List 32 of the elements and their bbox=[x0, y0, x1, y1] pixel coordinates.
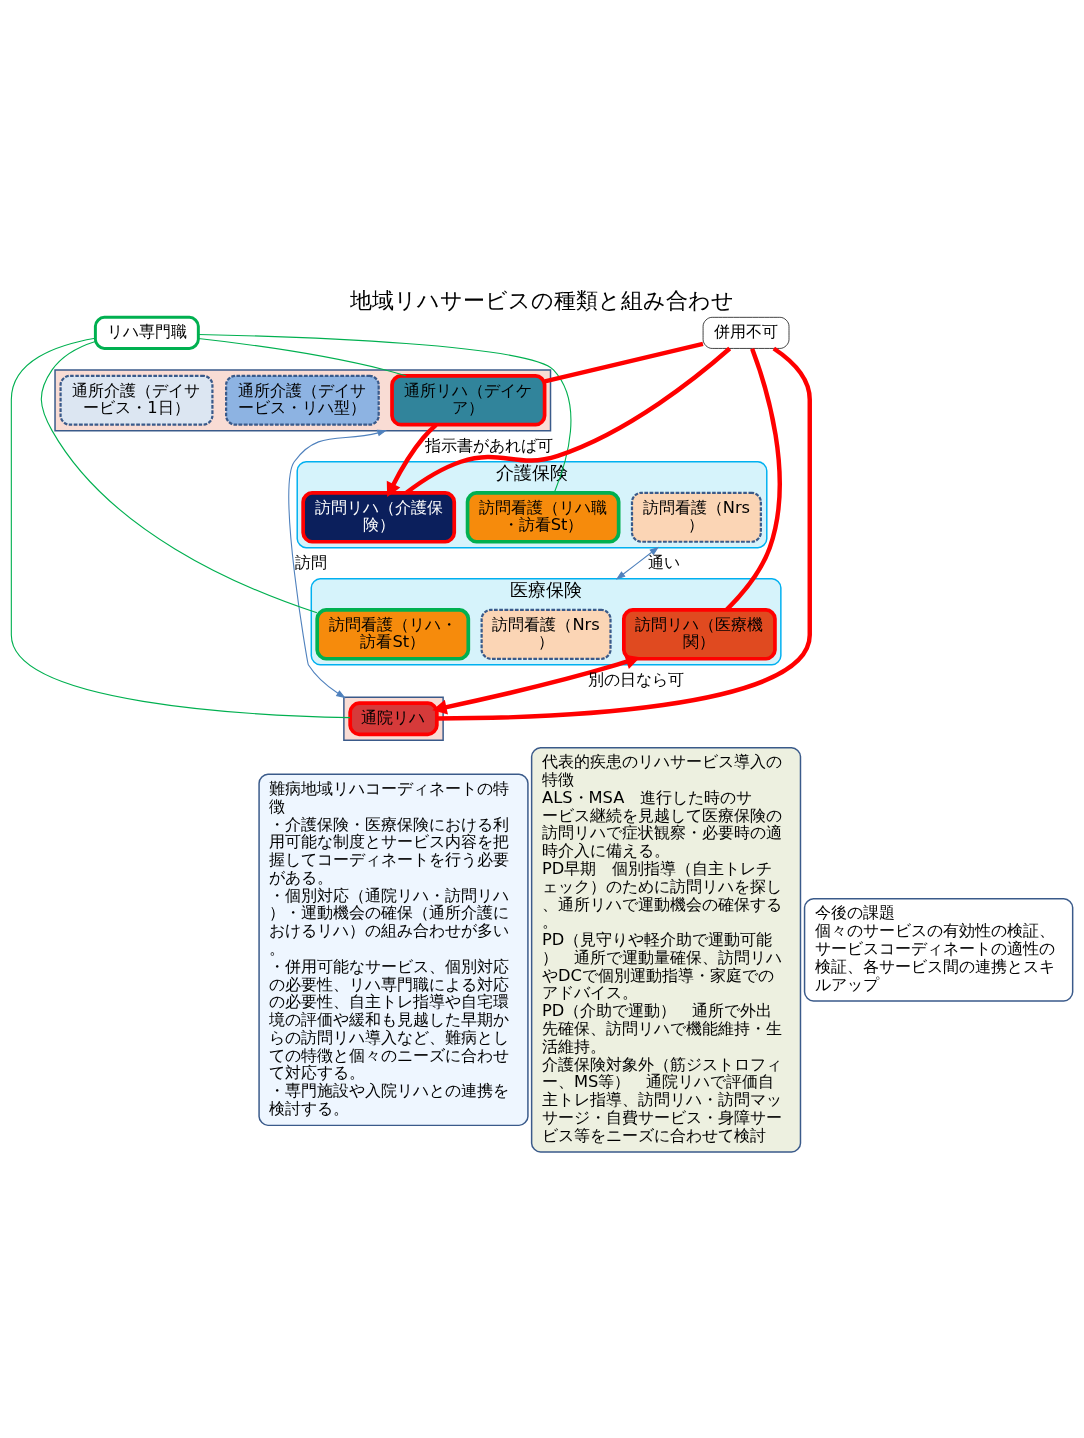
arrow bbox=[615, 546, 660, 580]
connector bbox=[436, 346, 812, 721]
node-box: 訪問看護（リハ職・訪看St） bbox=[465, 490, 621, 544]
node-box: 難病地域リハコーディネートの特徴 ・介護保険・医療保険における利用可能な制度とサービス内容を把握してコーディネートを行う必要がある。 ・個別対応（通院リハ・訪問リハ）・運動機会の確保（通所介護におけるリハ）の組み合わせが多い。 ・併用可能なサービス、個別対応の必要性、リハ専門職による対応の必要性、自主トレ指導や自宅環境の評価や緩和も見越した早期からの訪問リハ導入など、難病としての特徴と個々のニーズに合わせて対応する。 ・専門施設や入院リハとの連携を検討する。 bbox=[258, 773, 529, 1126]
connector bbox=[40, 340, 318, 613]
edge-label: 別の日なら可 bbox=[588, 669, 685, 689]
node-box: 訪問看護（リハ・訪看St） bbox=[315, 607, 471, 661]
diagram-title: 地域リハサービスの種類と組み合わせ bbox=[350, 286, 734, 313]
node-box: 通院リハ bbox=[348, 700, 439, 736]
node-box: 代表的疾患のリハサービス導入の特徴 ALS・MSA 進行した時のサービス継続を見越して医療保険の訪問リハで症状観察・必要時の適時介入に備える。 PD早期 個別指導（自主トレチェック）のために訪問リハを探し、通所リハで運動機会の確保する。 PD（見守りや軽介助で運動可能） 通所で運動量確保、訪問リハやDCで個別運動指導・家庭でのアドバイス。 PD（介助で運動） 通所で外出先確保、訪問リハで機能維持・生活維持。 介護保険対象外（筋ジストロフィー、MS等） 通院リハで評価自主トレ指導、訪問リハ・訪問マッサージ・自費サービス・身障サービス等をニーズに合わせて検討 bbox=[530, 746, 802, 1153]
node-box: 訪問リハ（医療機関） bbox=[622, 607, 777, 661]
node-box: 通所介護（デイサービス・リハ型） bbox=[225, 374, 380, 426]
node-box: 訪問リハ（介護保険） bbox=[301, 490, 457, 544]
arrow bbox=[432, 654, 641, 715]
node-box: 通所リハ（デイケア） bbox=[390, 373, 547, 427]
connector bbox=[10, 337, 351, 718]
connector bbox=[405, 346, 732, 494]
cluster bbox=[54, 368, 552, 431]
node-box: 訪問看護（Nrs） bbox=[480, 608, 612, 660]
node-box: 訪問看護（Nrs） bbox=[630, 491, 762, 543]
node-box: 今後の課題 個々のサービスの有効性の検証、サービスコーディネートの適性の検証、各サービス間の連携とスキルアップ bbox=[803, 897, 1074, 1002]
arrow bbox=[288, 429, 387, 698]
edge-label: 指示書があれば可 bbox=[425, 435, 554, 455]
connector bbox=[197, 337, 407, 376]
node-box: 併用不可 bbox=[702, 316, 790, 349]
connector bbox=[197, 333, 572, 493]
node-box: リハ専門職 bbox=[93, 315, 200, 350]
node-box: 通所介護（デイサービス・1日） bbox=[59, 374, 214, 426]
edge-label: 通い bbox=[648, 552, 681, 572]
connector bbox=[544, 341, 704, 384]
edge-label: 訪問 bbox=[295, 552, 328, 572]
connector bbox=[724, 347, 782, 611]
